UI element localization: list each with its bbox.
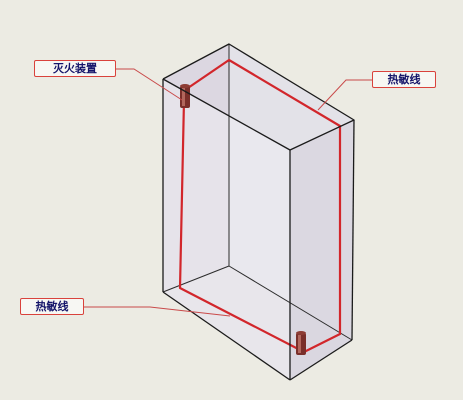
heat-wire-label-top: 热敏线 (372, 71, 436, 88)
leader-line-extinguisher (116, 68, 183, 101)
leader-line-wire-right (317, 79, 372, 111)
leader-line-wire-left (84, 306, 231, 317)
front-face (163, 79, 290, 380)
bottom-right-edge (289, 339, 353, 381)
leader-lines (84, 68, 372, 317)
outer-edges (162, 43, 355, 381)
right-side-face (290, 120, 354, 380)
back-right-edge (351, 119, 355, 341)
heat-sensitive-wire-path (178, 58, 342, 354)
fire-extinguisher-label: 灭火装置 (34, 60, 116, 77)
heat-wire-label-bottom: 热敏线 (20, 298, 84, 315)
fire-extinguisher-device-bottom (296, 331, 306, 355)
fire-extinguisher-device-top (180, 84, 190, 108)
bottom-front-edge (162, 291, 291, 381)
inner-floor-left-edge (162, 265, 230, 293)
